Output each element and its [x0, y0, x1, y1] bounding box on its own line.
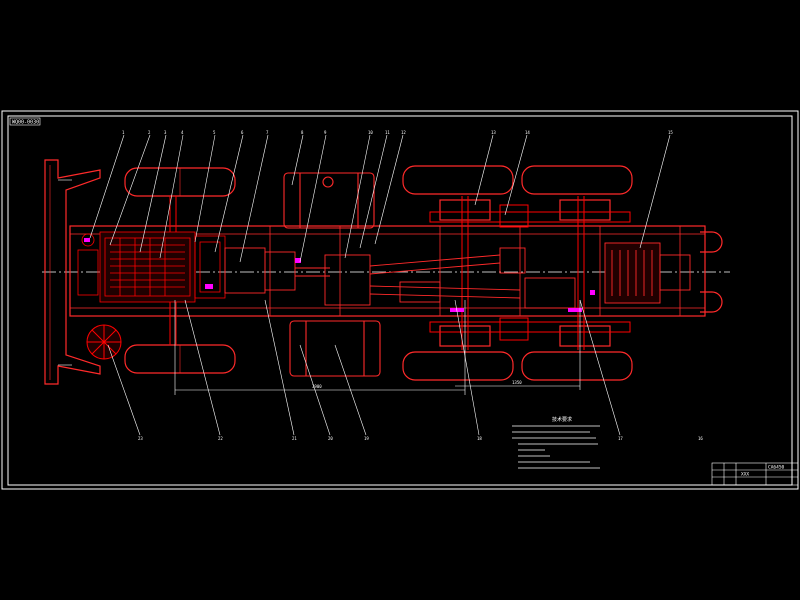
- technical-notes: 技术要求: [512, 416, 600, 469]
- callout-label: 7: [266, 130, 269, 135]
- rear-wheels: [402, 165, 633, 381]
- winch: [604, 242, 691, 304]
- callout-label: 10: [368, 130, 373, 135]
- callout-leaders-top: [89, 134, 671, 263]
- axles: [169, 196, 631, 350]
- callout-label: 5: [213, 130, 216, 135]
- callout-label: 13: [491, 130, 496, 135]
- callout-label: 2: [148, 130, 151, 135]
- engine: [77, 231, 226, 303]
- callout-label: 23: [138, 436, 143, 441]
- sheet-tag-text: WQ00-0030: [12, 120, 39, 126]
- front-wheels: [124, 167, 236, 374]
- callout-label: 6: [241, 130, 244, 135]
- drawing-frame: [1, 110, 799, 490]
- cooling-fan: [86, 324, 122, 360]
- callout-label: 1: [122, 130, 125, 135]
- callout-label: 8: [301, 130, 304, 135]
- dimension-tandem: 1350: [512, 380, 522, 385]
- callout-leaders-bottom: [107, 299, 621, 436]
- callout-label: 4: [181, 130, 184, 135]
- callout-label: 11: [385, 130, 390, 135]
- callout-label: 15: [668, 130, 673, 135]
- callout-label: 19: [364, 436, 369, 441]
- callout-label: 9: [324, 130, 327, 135]
- dimension-wheelbase: 3900: [312, 384, 322, 389]
- title-block: [711, 462, 799, 486]
- fuel-tanks: [283, 172, 381, 377]
- callouts-bottom: 23 22 21 20 19 18 17 16: [138, 436, 703, 441]
- frame-rails: [69, 225, 706, 317]
- callout-label: 3: [164, 130, 167, 135]
- callout-label: 21: [292, 436, 297, 441]
- callout-label: 16: [698, 436, 703, 441]
- rear-hooks: [700, 231, 723, 313]
- title-block-model: CA6450: [768, 465, 785, 471]
- callout-label: 20: [328, 436, 333, 441]
- driveline: [224, 247, 576, 309]
- callout-label: 18: [477, 436, 482, 441]
- sheet-tag: WQ00-0030: [9, 117, 41, 126]
- callout-label: 12: [401, 130, 406, 135]
- front-bumper: [44, 159, 101, 385]
- dimension-lines: [174, 300, 581, 395]
- callout-label: 14: [525, 130, 530, 135]
- notes-title: 技术要求: [552, 416, 572, 423]
- callout-label: 17: [618, 436, 623, 441]
- title-block-name: XXX: [741, 472, 749, 478]
- callout-label: 22: [218, 436, 223, 441]
